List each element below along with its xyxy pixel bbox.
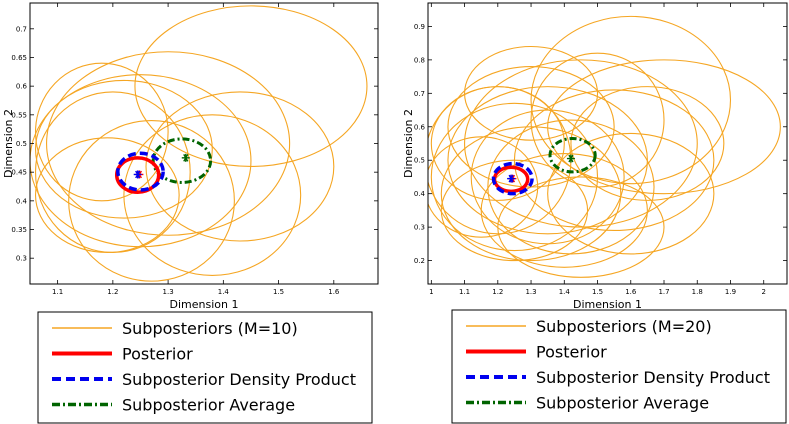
chart-panel-1: 1.1 1.2 1.3 1.4 1.5 1.6 0.3 0.35 0.4 0.45 0.5 0.55 0… <box>2 2 379 424</box>
subposterior-contour <box>570 86 725 201</box>
x-axis-label: Dimension 1 <box>573 298 642 311</box>
x-tick-label: 1.4 <box>559 288 571 296</box>
y-tick-label: 0.4 <box>16 197 28 205</box>
x-tick-label: 1.2 <box>107 288 118 296</box>
y-tick-label: 0.45 <box>11 169 27 177</box>
y-axis-label: Dimension 2 <box>402 109 415 178</box>
average-marker <box>181 153 190 162</box>
y-tick-label: 0.2 <box>414 257 425 265</box>
legend-label: Subposteriors (M=20) <box>536 317 712 336</box>
subposterior-contour <box>440 159 589 262</box>
subposterior-contour <box>530 15 732 185</box>
chart-panel-2: 1 1.1 1.2 1.3 1.4 1.5 1.6 1.7 1.8 1.9 2 0.2 0.3 0.4 0.… <box>402 2 788 424</box>
legend-label: Subposterior Density Product <box>122 370 356 389</box>
x-axis-label: Dimension 1 <box>170 298 239 311</box>
y-tick-label: 0.55 <box>11 111 27 119</box>
legend: Subposteriors (M=20) PosteriorSubposterio… <box>451 309 787 424</box>
x-tick-label: 1.4 <box>218 288 230 296</box>
y-tick-label: 0.6 <box>414 123 426 131</box>
average-contour <box>151 137 213 184</box>
y-tick-label: 0.5 <box>414 157 425 165</box>
y-tick-label: 0.35 <box>11 226 27 234</box>
subposterior-contour <box>123 114 302 276</box>
subposterior-contour <box>34 79 213 219</box>
x-tick-label: 1.7 <box>658 288 669 296</box>
subposterior-contour <box>487 119 655 255</box>
legend-label: Subposteriors (M=10) <box>122 319 298 338</box>
y-tick-label: 0.7 <box>16 25 27 33</box>
legend-box <box>37 311 373 424</box>
x-tick-label: 1.5 <box>273 288 284 296</box>
plot-area <box>428 15 781 278</box>
legend: Subposteriors (M=10) PosteriorSubposterio… <box>37 311 373 424</box>
legend-label: Subposterior Average <box>122 396 295 415</box>
density-product-contour <box>491 161 534 196</box>
y-tick-label: 0.7 <box>414 90 425 98</box>
x-tick-label: 1.1 <box>52 288 63 296</box>
x-tick-label: 1.3 <box>163 288 174 296</box>
density-product-marker <box>507 174 516 183</box>
y-tick-label: 0.3 <box>414 224 425 232</box>
subposterior-contour <box>547 59 781 195</box>
x-tick-label: 1.1 <box>459 288 470 296</box>
density-product-marker <box>133 170 142 179</box>
subposterior-contour <box>464 45 599 141</box>
x-tick-label: 2 <box>761 288 765 296</box>
subposterior-contour <box>46 51 291 236</box>
subposterior-contour <box>464 59 698 228</box>
x-tick-label: 1.9 <box>725 288 736 296</box>
subposterior-contour <box>30 74 252 248</box>
subposterior-contour <box>430 102 599 252</box>
subposterior-contour <box>68 120 235 282</box>
plot-area <box>30 5 368 282</box>
subposterior-contour <box>34 62 169 202</box>
x-tick-label: 1.8 <box>692 288 703 296</box>
legend-label: Subposterior Average <box>536 394 709 413</box>
y-tick-label: 0.6 <box>16 83 28 91</box>
subposterior-contour <box>497 176 665 278</box>
legend-label: Subposterior Density Product <box>536 368 770 387</box>
subposterior-contour <box>34 91 191 254</box>
y-tick-label: 0.9 <box>414 23 425 31</box>
y-tick-label: 0.3 <box>16 255 27 263</box>
subposterior-contour <box>470 109 625 245</box>
average-contour <box>548 136 597 174</box>
y-tick-label: 0.5 <box>16 140 27 148</box>
density-product-contour <box>116 151 165 192</box>
subposterior-contour <box>428 86 572 235</box>
subposterior-contour <box>547 132 715 255</box>
x-tick-label: 1.3 <box>525 288 536 296</box>
x-tick-label: 1.6 <box>328 288 340 296</box>
legend-label: Posterior <box>122 345 193 364</box>
y-axis-label: Dimension 2 <box>2 109 15 178</box>
y-tick-label: 0.4 <box>414 190 426 198</box>
subposterior-contour <box>34 137 180 254</box>
y-tick-label: 0.8 <box>414 56 425 64</box>
x-tick-label: 1.6 <box>625 288 637 296</box>
y-tick-label: 0.65 <box>11 54 27 62</box>
axes-frame <box>427 2 788 285</box>
average-marker <box>566 154 575 163</box>
legend-label: Posterior <box>536 343 607 362</box>
x-tick-label: 1.5 <box>592 288 603 296</box>
legend-box <box>451 309 787 424</box>
subposterior-contour <box>145 91 335 242</box>
x-tick-label: 1.2 <box>492 288 503 296</box>
axes-frame <box>29 2 379 285</box>
x-tick-label: 1 <box>429 288 433 296</box>
